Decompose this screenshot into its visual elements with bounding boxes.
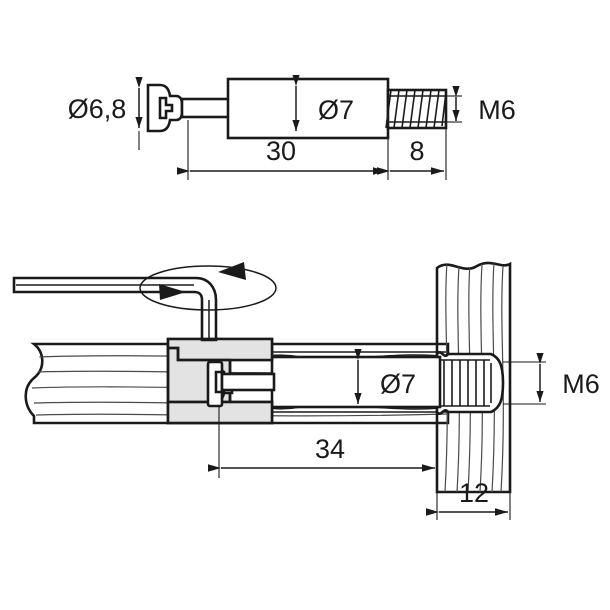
bolt-neck-engaged xyxy=(220,372,276,392)
dim-shank-diameter-label: Ø7 xyxy=(318,95,354,125)
dim-thread-bottom xyxy=(503,353,546,405)
dim-thread-bottom-label: M6 xyxy=(562,369,600,399)
dim-length-8 xyxy=(377,128,447,180)
bolt-body xyxy=(226,77,390,140)
rotation-arrow-head-left xyxy=(218,262,246,280)
dim-length-34 xyxy=(208,406,438,478)
rotation-arrow-head-right xyxy=(159,284,186,300)
dim-thread-top xyxy=(446,86,462,123)
dim-length-12-label: 12 xyxy=(459,478,489,508)
dim-length-8-label: 8 xyxy=(409,136,424,166)
dim-length-12 xyxy=(426,480,511,520)
dim-length-30-label: 30 xyxy=(266,136,296,166)
screw-head-icon xyxy=(146,83,184,133)
assembly-view-group: Ø7 M6 34 12 xyxy=(12,261,600,520)
bolt-neck xyxy=(180,97,232,119)
top-view-group: Ø6,8 Ø7 M6 30 xyxy=(68,75,516,180)
dim-bore-diameter-label: Ø7 xyxy=(380,369,416,399)
allen-key-icon xyxy=(12,276,218,342)
thread-icon-top xyxy=(385,88,448,130)
dim-length-34-label: 34 xyxy=(315,434,345,464)
dim-thread-top-label: M6 xyxy=(478,95,516,125)
thread-icon-bottom xyxy=(435,351,505,415)
rotation-arrow-icon xyxy=(139,262,277,311)
dim-head-diameter-label: Ø6,8 xyxy=(68,94,127,124)
